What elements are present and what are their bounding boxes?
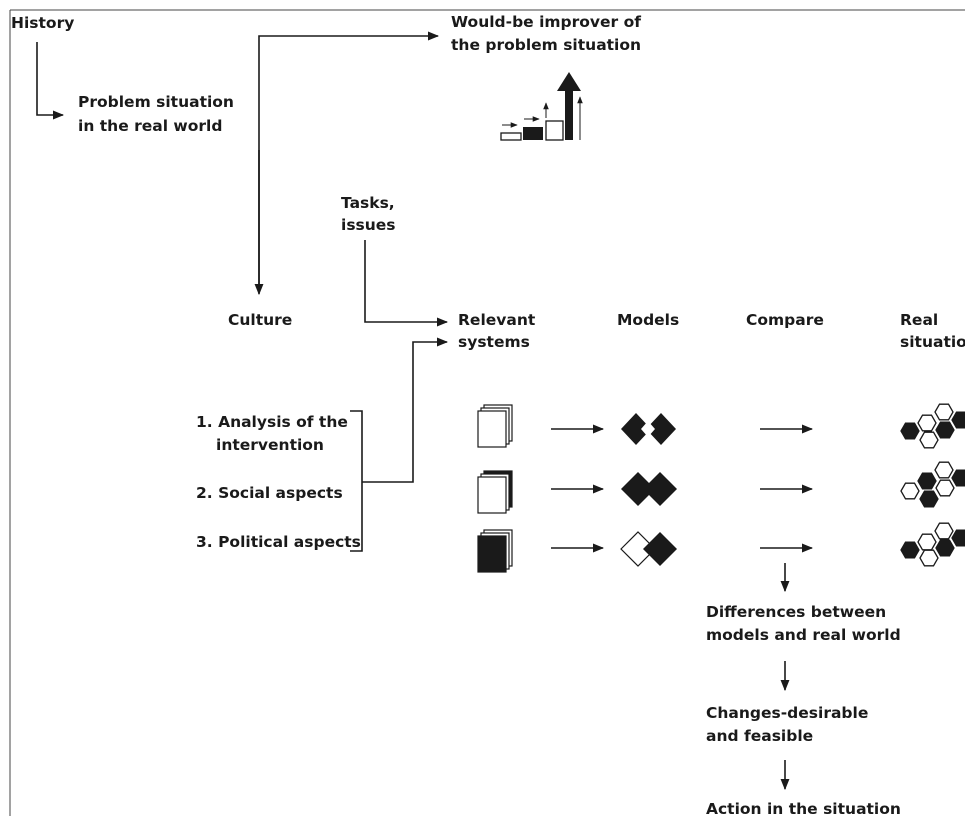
tasks-label-line1: Tasks,	[341, 194, 395, 212]
relevant-system-icon-1	[477, 404, 513, 448]
culture-label: Culture	[228, 311, 293, 329]
changes-label-line2: and feasible	[706, 727, 814, 745]
changes-label-line1: Changes-desirable	[706, 704, 869, 722]
analysis-label-line1: 1. Analysis of the	[196, 413, 348, 431]
analysis-label-line2: intervention	[216, 436, 324, 454]
aspects-arrow	[362, 337, 449, 483]
action-label: Action in the situation	[706, 800, 901, 818]
history-arrow	[36, 42, 65, 120]
real-situation-hexes-1	[900, 403, 965, 449]
improver-growth-icon	[500, 72, 583, 141]
model-diamonds-2	[621, 472, 677, 506]
model-diamonds-3	[620, 531, 677, 567]
relevant-system-icon-3	[477, 529, 513, 573]
model-diamonds-1	[621, 413, 676, 445]
improver-label-line2: the problem situation	[451, 36, 642, 54]
problem-situation-label-line1: Problem situation	[78, 93, 234, 111]
real-situation-label-line2: situation	[900, 333, 965, 351]
culture-improver-arrow	[258, 31, 440, 288]
models-label: Models	[617, 311, 680, 329]
tasks-arrow	[364, 240, 449, 327]
real-situation-hexes-3	[900, 522, 965, 567]
history-label: History	[11, 14, 75, 32]
social-aspects-label: 2. Social aspects	[196, 484, 343, 502]
relevant-systems-label-line1: Relevant	[458, 311, 536, 329]
real-situation-label-line1: Real	[900, 311, 939, 329]
tasks-label-line2: issues	[341, 216, 396, 234]
real-situation-hexes-2	[900, 461, 965, 508]
aspects-bracket	[350, 410, 363, 552]
political-aspects-label: 3. Political aspects	[196, 533, 361, 551]
differences-label-line1: Differences between	[706, 603, 887, 621]
improver-label-line1: Would-be improver of	[451, 13, 641, 31]
relevant-system-icon-2	[477, 470, 513, 514]
compare-label: Compare	[746, 311, 824, 329]
differences-label-line2: models and real world	[706, 626, 901, 644]
problem-situation-label-line2: in the real world	[78, 117, 223, 135]
relevant-systems-label-line2: systems	[458, 333, 530, 351]
